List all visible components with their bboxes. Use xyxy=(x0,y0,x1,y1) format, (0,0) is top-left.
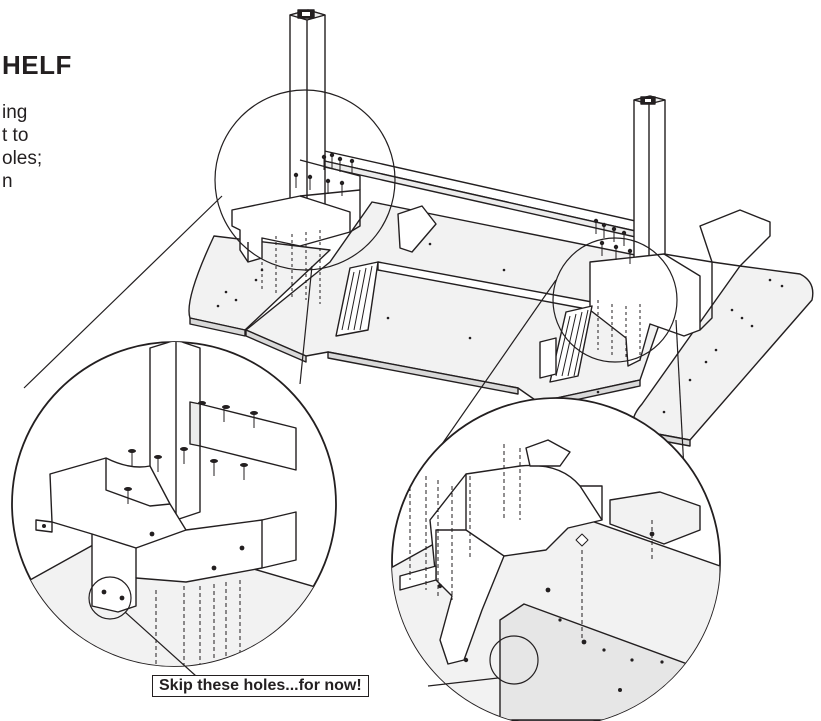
left-skip-holes-ring xyxy=(88,576,132,620)
left-detail-source-ring xyxy=(214,89,396,271)
left-detail-view xyxy=(11,341,337,667)
main-screws xyxy=(295,156,631,264)
step-instructions: ing t to oles; n xyxy=(2,101,42,193)
left-leg-column xyxy=(289,9,326,212)
right-detail-view xyxy=(391,397,721,721)
right-detail-callout-lines xyxy=(423,279,685,471)
left-detail-callout-lines xyxy=(23,195,313,389)
instruction-line: oles; xyxy=(2,148,43,169)
step-heading: HELF xyxy=(2,50,72,80)
right-foot-bracket xyxy=(589,209,771,367)
callout-pointers xyxy=(124,611,499,687)
main-screw-heads xyxy=(293,152,633,254)
main-alignment-lines xyxy=(261,230,641,362)
right-skip-holes-ring xyxy=(489,635,539,685)
skip-holes-callout: Skip these holes...for now! xyxy=(152,675,369,697)
left-motor-unit xyxy=(335,205,437,337)
instruction-line: ing xyxy=(2,102,28,123)
right-detail-source-ring xyxy=(552,237,678,363)
instruction-line: n xyxy=(2,171,13,192)
instruction-line: t to xyxy=(2,125,29,146)
left-side-panel xyxy=(188,235,331,337)
